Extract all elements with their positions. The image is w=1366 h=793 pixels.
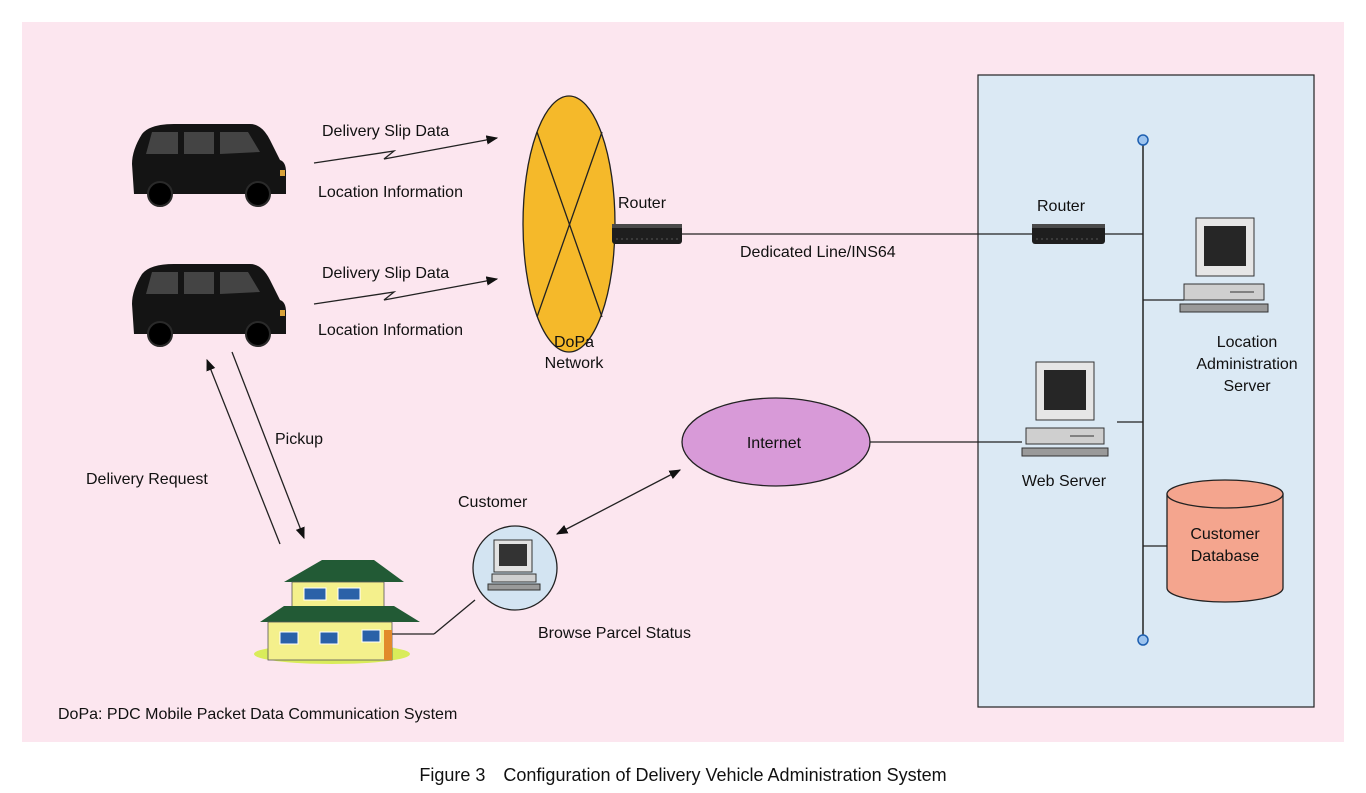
customer-db-label-1: Customer — [1190, 526, 1260, 543]
router-right-label: Router — [1037, 198, 1086, 215]
figure-number: Figure 3 — [419, 765, 486, 785]
diagram-panel: Delivery Slip Data Location Information … — [22, 22, 1344, 742]
house-customer-link-2 — [433, 599, 476, 635]
router-icon — [1032, 224, 1105, 244]
customer-db-label-2: Database — [1191, 548, 1260, 565]
dopa-network-label-1: DoPa — [554, 334, 594, 351]
location-server-label-1: Location — [1217, 334, 1278, 351]
computer-icon — [1021, 361, 1109, 457]
van1-slip-label: Delivery Slip Data — [322, 123, 449, 140]
figure-title: Configuration of Delivery Vehicle Admini… — [503, 765, 947, 785]
location-server-label-3: Server — [1223, 378, 1271, 395]
router-left-label: Router — [618, 195, 667, 212]
computer-icon — [1179, 217, 1269, 313]
internet-label: Internet — [747, 435, 802, 452]
server-area — [977, 74, 1315, 708]
web-server-label: Web Server — [1022, 473, 1107, 490]
dopa-note: DoPa: PDC Mobile Packet Data Communicati… — [58, 706, 457, 723]
router-icon — [612, 224, 682, 244]
location-server-label-2: Administration — [1196, 356, 1297, 373]
van-icon — [132, 264, 286, 347]
network-diagram: Delivery Slip Data Location Information … — [58, 74, 1315, 723]
dopa-network-label-2: Network — [545, 355, 605, 372]
van2-wireless-arrow — [313, 276, 499, 305]
van1-location-label: Location Information — [318, 184, 463, 201]
bus-terminator-bottom — [1137, 634, 1149, 646]
internet-cloud — [681, 397, 871, 487]
van2-slip-label: Delivery Slip Data — [322, 265, 449, 282]
bus-terminator-top — [1137, 134, 1149, 146]
database-icon — [1166, 479, 1284, 603]
customer-label: Customer — [458, 494, 528, 511]
figure-caption: Figure 3 Configuration of Delivery Vehicl… — [0, 765, 1366, 786]
van-icon — [132, 124, 286, 207]
pickup-label: Pickup — [275, 431, 323, 448]
van2-location-label: Location Information — [318, 322, 463, 339]
house-icon — [254, 560, 420, 664]
delivery-request-arrow — [206, 358, 281, 545]
dopa-network-icon — [522, 95, 616, 353]
pickup-arrow — [231, 351, 305, 540]
browse-status-label: Browse Parcel Status — [538, 625, 691, 642]
customer-computer-icon — [472, 525, 558, 611]
dedicated-line-label: Dedicated Line/INS64 — [740, 244, 896, 261]
van1-wireless-arrow — [313, 135, 499, 164]
customer-internet-arrow — [555, 469, 682, 535]
delivery-request-label: Delivery Request — [86, 471, 208, 488]
